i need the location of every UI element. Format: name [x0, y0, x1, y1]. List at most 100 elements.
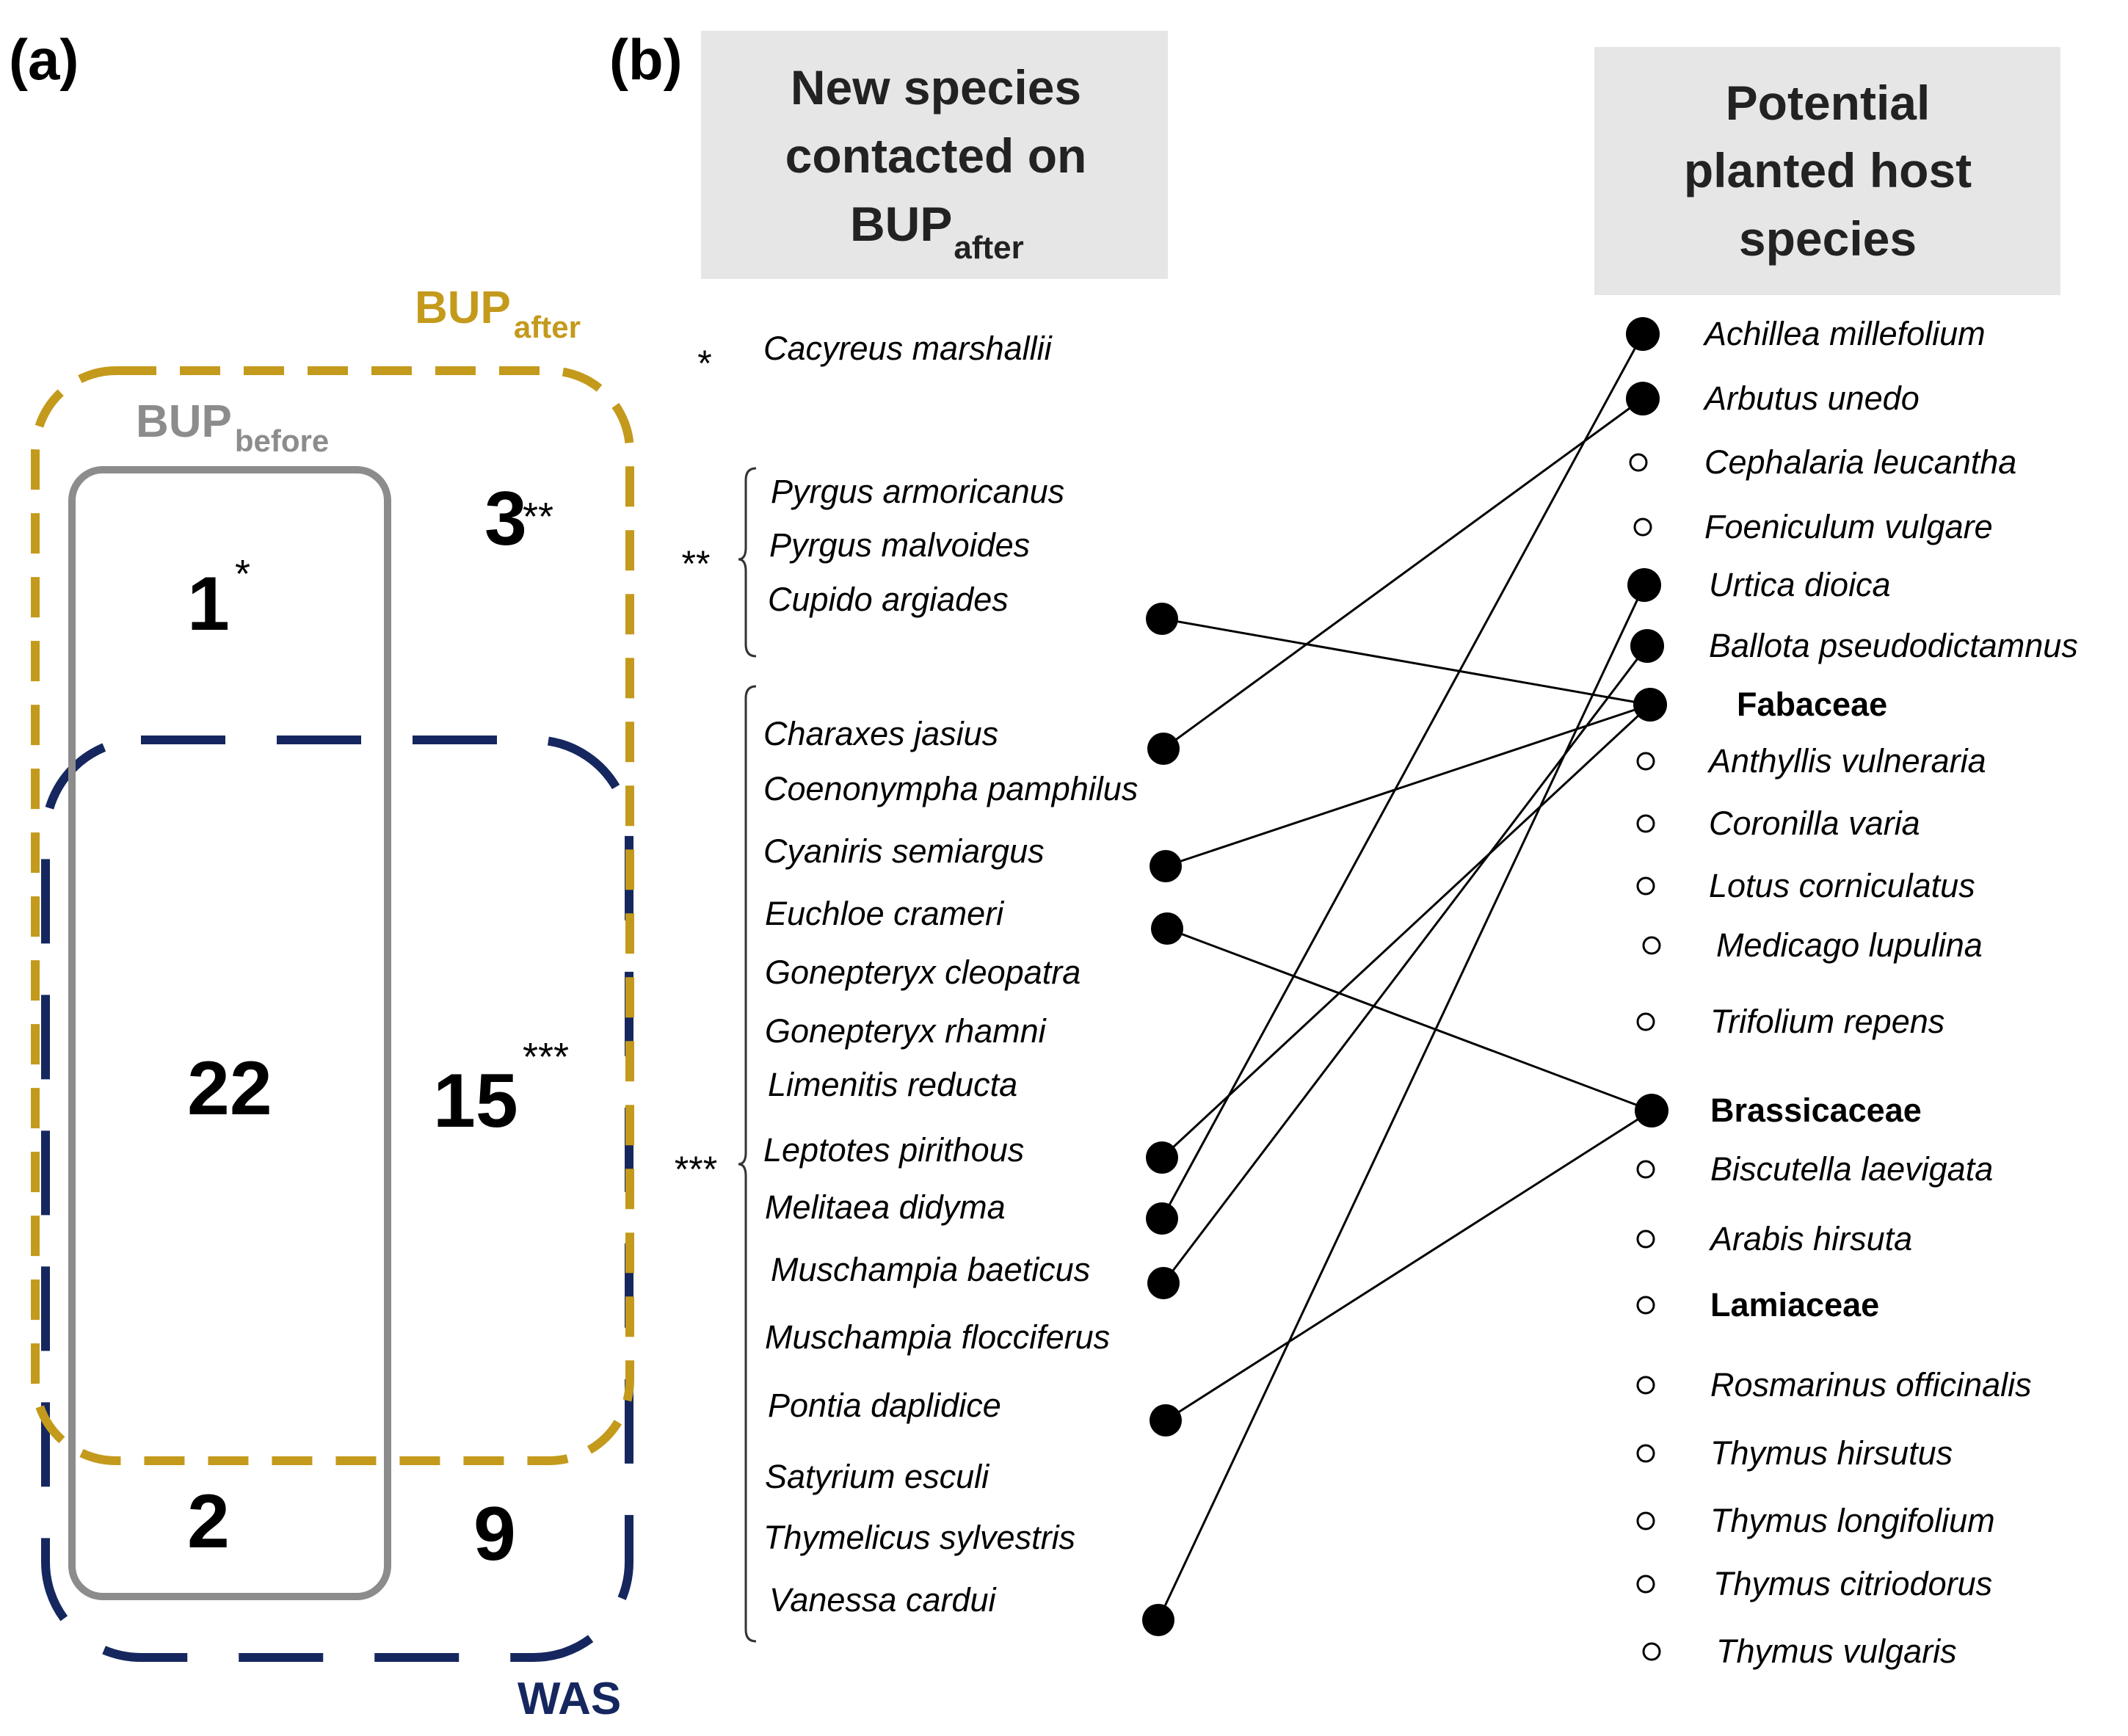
species-node-cyaniris-semiargus: [1150, 850, 1182, 882]
host-node-brassicaceae: [1635, 1094, 1668, 1127]
host-label-foeniculum-vulgare: Foeniculum vulgare: [1704, 508, 1993, 545]
host-label-thymus-longifolium: Thymus longifolium: [1710, 1502, 1995, 1539]
sig-bup-after-only: **: [523, 495, 553, 539]
species-node-muschampia-baeticus: [1147, 1267, 1180, 1299]
count-was-only: 9: [473, 1492, 516, 1577]
was-label: WAS: [518, 1674, 621, 1724]
host-label-thymus-hirsutus: Thymus hirsutus: [1710, 1434, 1953, 1472]
header-hosts: Potential planted host species: [1594, 47, 2060, 295]
host-label-arbutus-unedo: Arbutus unedo: [1702, 379, 1920, 417]
host-node-cephalaria-leucantha: [1629, 453, 1648, 472]
host-label-thymus-vulgaris: Thymus vulgaris: [1716, 1633, 1957, 1670]
host-node-lamiaceae: [1636, 1296, 1655, 1315]
species-label-cacyreus-marshallii: Cacyreus marshallii: [763, 330, 1053, 367]
host-node-fabaceae: [1633, 688, 1667, 722]
host-label-coronilla-varia: Coronilla varia: [1709, 805, 1920, 842]
host-label-rosmarinus-officinalis: Rosmarinus officinalis: [1710, 1366, 2032, 1403]
header-hosts-line1: Potential: [1726, 76, 1931, 130]
species-label-melitaea-didyma: Melitaea didyma: [765, 1188, 1006, 1226]
was-set-outline: [41, 736, 633, 1662]
bracket-group-2: [738, 467, 757, 658]
host-label-brassicaceae: Brassicaceae: [1710, 1092, 1922, 1129]
host-node-ballota-pseudodictamnus: [1630, 629, 1664, 663]
species-label-charaxes-jasius: Charaxes jasius: [763, 715, 998, 752]
count-bup-before-only: 1: [187, 562, 230, 647]
host-label-ballota-pseudodictamnus: Ballota pseudodictamnus: [1709, 627, 2078, 664]
sig-after-was: ***: [523, 1035, 569, 1079]
species-label-gonepteryx-rhamni: Gonepteryx rhamni: [765, 1012, 1047, 1050]
host-node-medicago-lupulina: [1642, 936, 1661, 955]
link-cyaniris-semiargus-to-fabaceae: [1165, 703, 1651, 868]
bup-after-set-outline: [31, 366, 634, 1465]
host-node-biscutella-laevigata: [1636, 1160, 1655, 1179]
species-label-limenitis-reducta: Limenitis reducta: [768, 1066, 1017, 1103]
host-node-thymus-vulgaris: [1642, 1642, 1661, 1661]
panel-label-b: (b): [609, 27, 683, 92]
venn-diagram: BUPafter BUPbefore WAS 1 * 3 ** 22 15 **…: [31, 283, 634, 1724]
host-label-achillea-millefolium: Achillea millefolium: [1702, 315, 1986, 352]
host-node-thymus-hirsutus: [1636, 1444, 1655, 1463]
link-vanessa-cardui-to-urtica-dioica: [1157, 584, 1646, 1621]
species-label-leptotes-pirithous: Leptotes pirithous: [763, 1131, 1024, 1169]
host-node-thymus-longifolium: [1636, 1511, 1655, 1530]
host-label-cephalaria-leucantha: Cephalaria leucantha: [1704, 443, 2016, 481]
sig-bup-before-only: *: [235, 552, 250, 596]
species-node-leptotes-pirithous: [1146, 1141, 1178, 1174]
host-links: [1157, 333, 1652, 1621]
count-bup-after-only: 3: [484, 476, 527, 562]
link-muschampia-baeticus-to-ballota-pseudodictamnus: [1162, 645, 1649, 1284]
bup-after-label: BUPafter: [415, 283, 581, 344]
group-marker-1: *: [697, 343, 711, 384]
species-label-cupido-argiades: Cupido argiades: [768, 581, 1009, 618]
host-node-coronilla-varia: [1636, 814, 1655, 833]
host-label-lamiaceae: Lamiaceae: [1710, 1286, 1879, 1323]
group-marker-3: ***: [675, 1149, 717, 1190]
header-new-species-line3: BUPafter: [850, 197, 1024, 266]
header-new-species-box: [701, 31, 1168, 279]
host-node-anthyllis-vulneraria: [1636, 752, 1655, 771]
panel-label-a: (a): [9, 27, 79, 92]
species-label-gonepteryx-cleopatra: Gonepteryx cleopatra: [765, 954, 1081, 991]
header-new-species-line2: contacted on: [785, 128, 1087, 183]
group-marker-2: **: [682, 543, 711, 584]
species-label-satyrium-esculi: Satyrium esculi: [765, 1458, 990, 1495]
host-node-foeniculum-vulgare: [1633, 517, 1652, 537]
count-after-was: 15: [433, 1058, 518, 1144]
species-node-cupido-argiades: [1146, 603, 1178, 635]
host-label-lotus-corniculatus: Lotus corniculatus: [1709, 867, 1975, 904]
species-label-vanessa-cardui: Vanessa cardui: [769, 1581, 998, 1619]
host-node-rosmarinus-officinalis: [1636, 1376, 1655, 1395]
host-label-thymus-citriodorus: Thymus citriodorus: [1713, 1565, 1992, 1602]
species-node-charaxes-jasius: [1147, 733, 1180, 765]
link-leptotes-pirithous-to-fabaceae: [1161, 703, 1652, 1159]
host-label-trifolium-repens: Trifolium repens: [1710, 1003, 1944, 1040]
host-node-arabis-hirsuta: [1636, 1230, 1655, 1249]
host-node-arbutus-unedo: [1626, 382, 1660, 415]
header-new-species: New species contacted on BUPafter: [701, 31, 1168, 279]
bup-before-set-outline: [68, 466, 391, 1600]
header-hosts-box: [1594, 47, 2060, 295]
link-melitaea-didyma-to-achillea-millefolium: [1161, 333, 1644, 1219]
link-charaxes-jasius-to-arbutus-unedo: [1163, 397, 1644, 750]
species-label-euchloe-crameri: Euchloe crameri: [765, 895, 1005, 932]
link-euchloe-crameri-to-brassicaceae: [1166, 927, 1652, 1112]
host-node-thymus-citriodorus: [1636, 1575, 1655, 1594]
host-label-medicago-lupulina: Medicago lupulina: [1716, 926, 1983, 964]
host-label-fabaceae: Fabaceae: [1737, 686, 1887, 723]
species-label-muschampia-baeticus: Muschampia baeticus: [771, 1251, 1090, 1288]
host-node-urtica-dioica: [1627, 568, 1661, 602]
species-node-euchloe-crameri: [1151, 912, 1183, 945]
link-cupido-argiades-to-fabaceae: [1161, 617, 1651, 706]
species-label-cyaniris-semiargus: Cyaniris semiargus: [763, 832, 1045, 870]
link-pontia-daplidice-to-brassicaceae: [1165, 1109, 1652, 1422]
species-label-muschampia-flocciferus: Muschampia flocciferus: [765, 1318, 1110, 1356]
species-group-brackets: [738, 467, 757, 1643]
header-new-species-line1: New species: [791, 60, 1081, 115]
species-node-melitaea-didyma: [1146, 1202, 1178, 1235]
count-center: 22: [187, 1046, 272, 1131]
host-node-achillea-millefolium: [1626, 317, 1660, 351]
header-hosts-line3: species: [1739, 211, 1917, 266]
